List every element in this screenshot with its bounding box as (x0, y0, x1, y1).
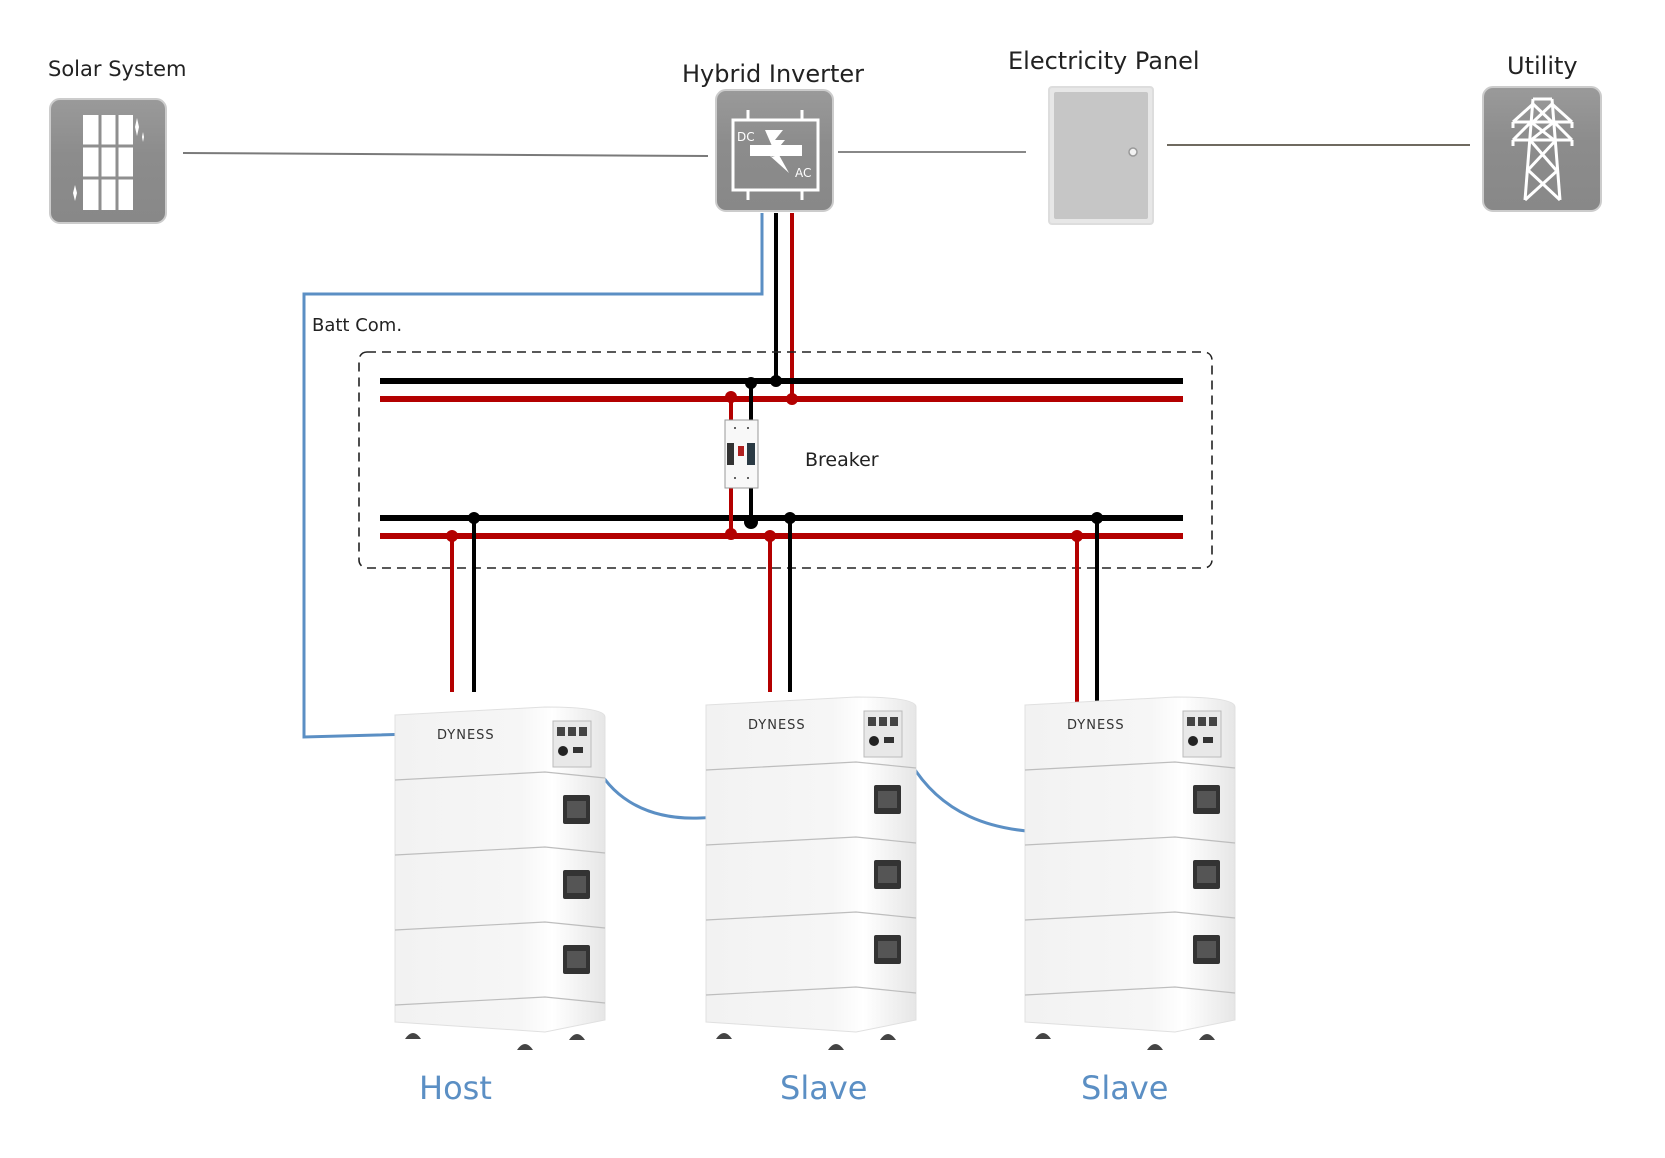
svg-text:AC: AC (795, 166, 811, 180)
battery-foot (1199, 1034, 1215, 1040)
power-tower-icon (1482, 86, 1602, 212)
inverter-icon: DC AC (715, 89, 834, 212)
battery-stack-slave-2[interactable]: DYNESS (1024, 696, 1236, 1050)
electricity-panel[interactable]: Electricity Panel (1008, 47, 1200, 225)
solar-panel-icon (49, 98, 167, 224)
battery-role-label-slave-2: Slave (1081, 1069, 1168, 1107)
ac-connection-lines (182, 144, 1470, 157)
battery-foot (828, 1044, 844, 1050)
battery-brand-logo: DYNESS (1067, 718, 1125, 733)
inverter-dc-cables (774, 213, 794, 399)
battery-stack-slave-1[interactable]: DYNESS (705, 696, 917, 1050)
utility-label: Utility (1507, 52, 1578, 80)
battery-foot (1035, 1033, 1051, 1039)
breaker[interactable] (724, 419, 759, 489)
battery-foot (1147, 1044, 1163, 1050)
battery-brand-logo: DYNESS (748, 718, 806, 733)
battery-role-label-slave-1: Slave (780, 1069, 867, 1107)
inverter-to-host-comm-line (302, 213, 764, 739)
battery-foot (880, 1034, 896, 1040)
busbar-dashed-border (358, 351, 1213, 569)
breaker-label: Breaker (805, 449, 879, 471)
battery-stack-host[interactable]: DYNESS (394, 706, 606, 1050)
svg-text:DC: DC (737, 130, 755, 144)
hybrid-inverter[interactable]: Hybrid Inverter DC AC (682, 60, 864, 212)
electricity-panel-label: Electricity Panel (1008, 47, 1200, 75)
battery-brand-logo: DYNESS (437, 728, 495, 743)
solar-to-inverter-line (182, 152, 709, 157)
utility[interactable]: Utility (1482, 52, 1602, 212)
electric-panel-icon (1048, 86, 1154, 225)
batt-com-label: Batt Com. (312, 315, 402, 336)
battery-foot (405, 1033, 421, 1039)
battery-foot (569, 1034, 585, 1040)
battery-foot (517, 1044, 533, 1050)
solar-system-label: Solar System (48, 57, 187, 81)
battery-foot (716, 1033, 732, 1039)
hybrid-inverter-label: Hybrid Inverter (682, 60, 864, 88)
battery-dc-cables (450, 518, 1099, 702)
battery-role-label-host: Host (419, 1069, 492, 1107)
solar-system[interactable]: Solar System (48, 57, 187, 224)
busbar-box: Breaker (358, 351, 1213, 569)
